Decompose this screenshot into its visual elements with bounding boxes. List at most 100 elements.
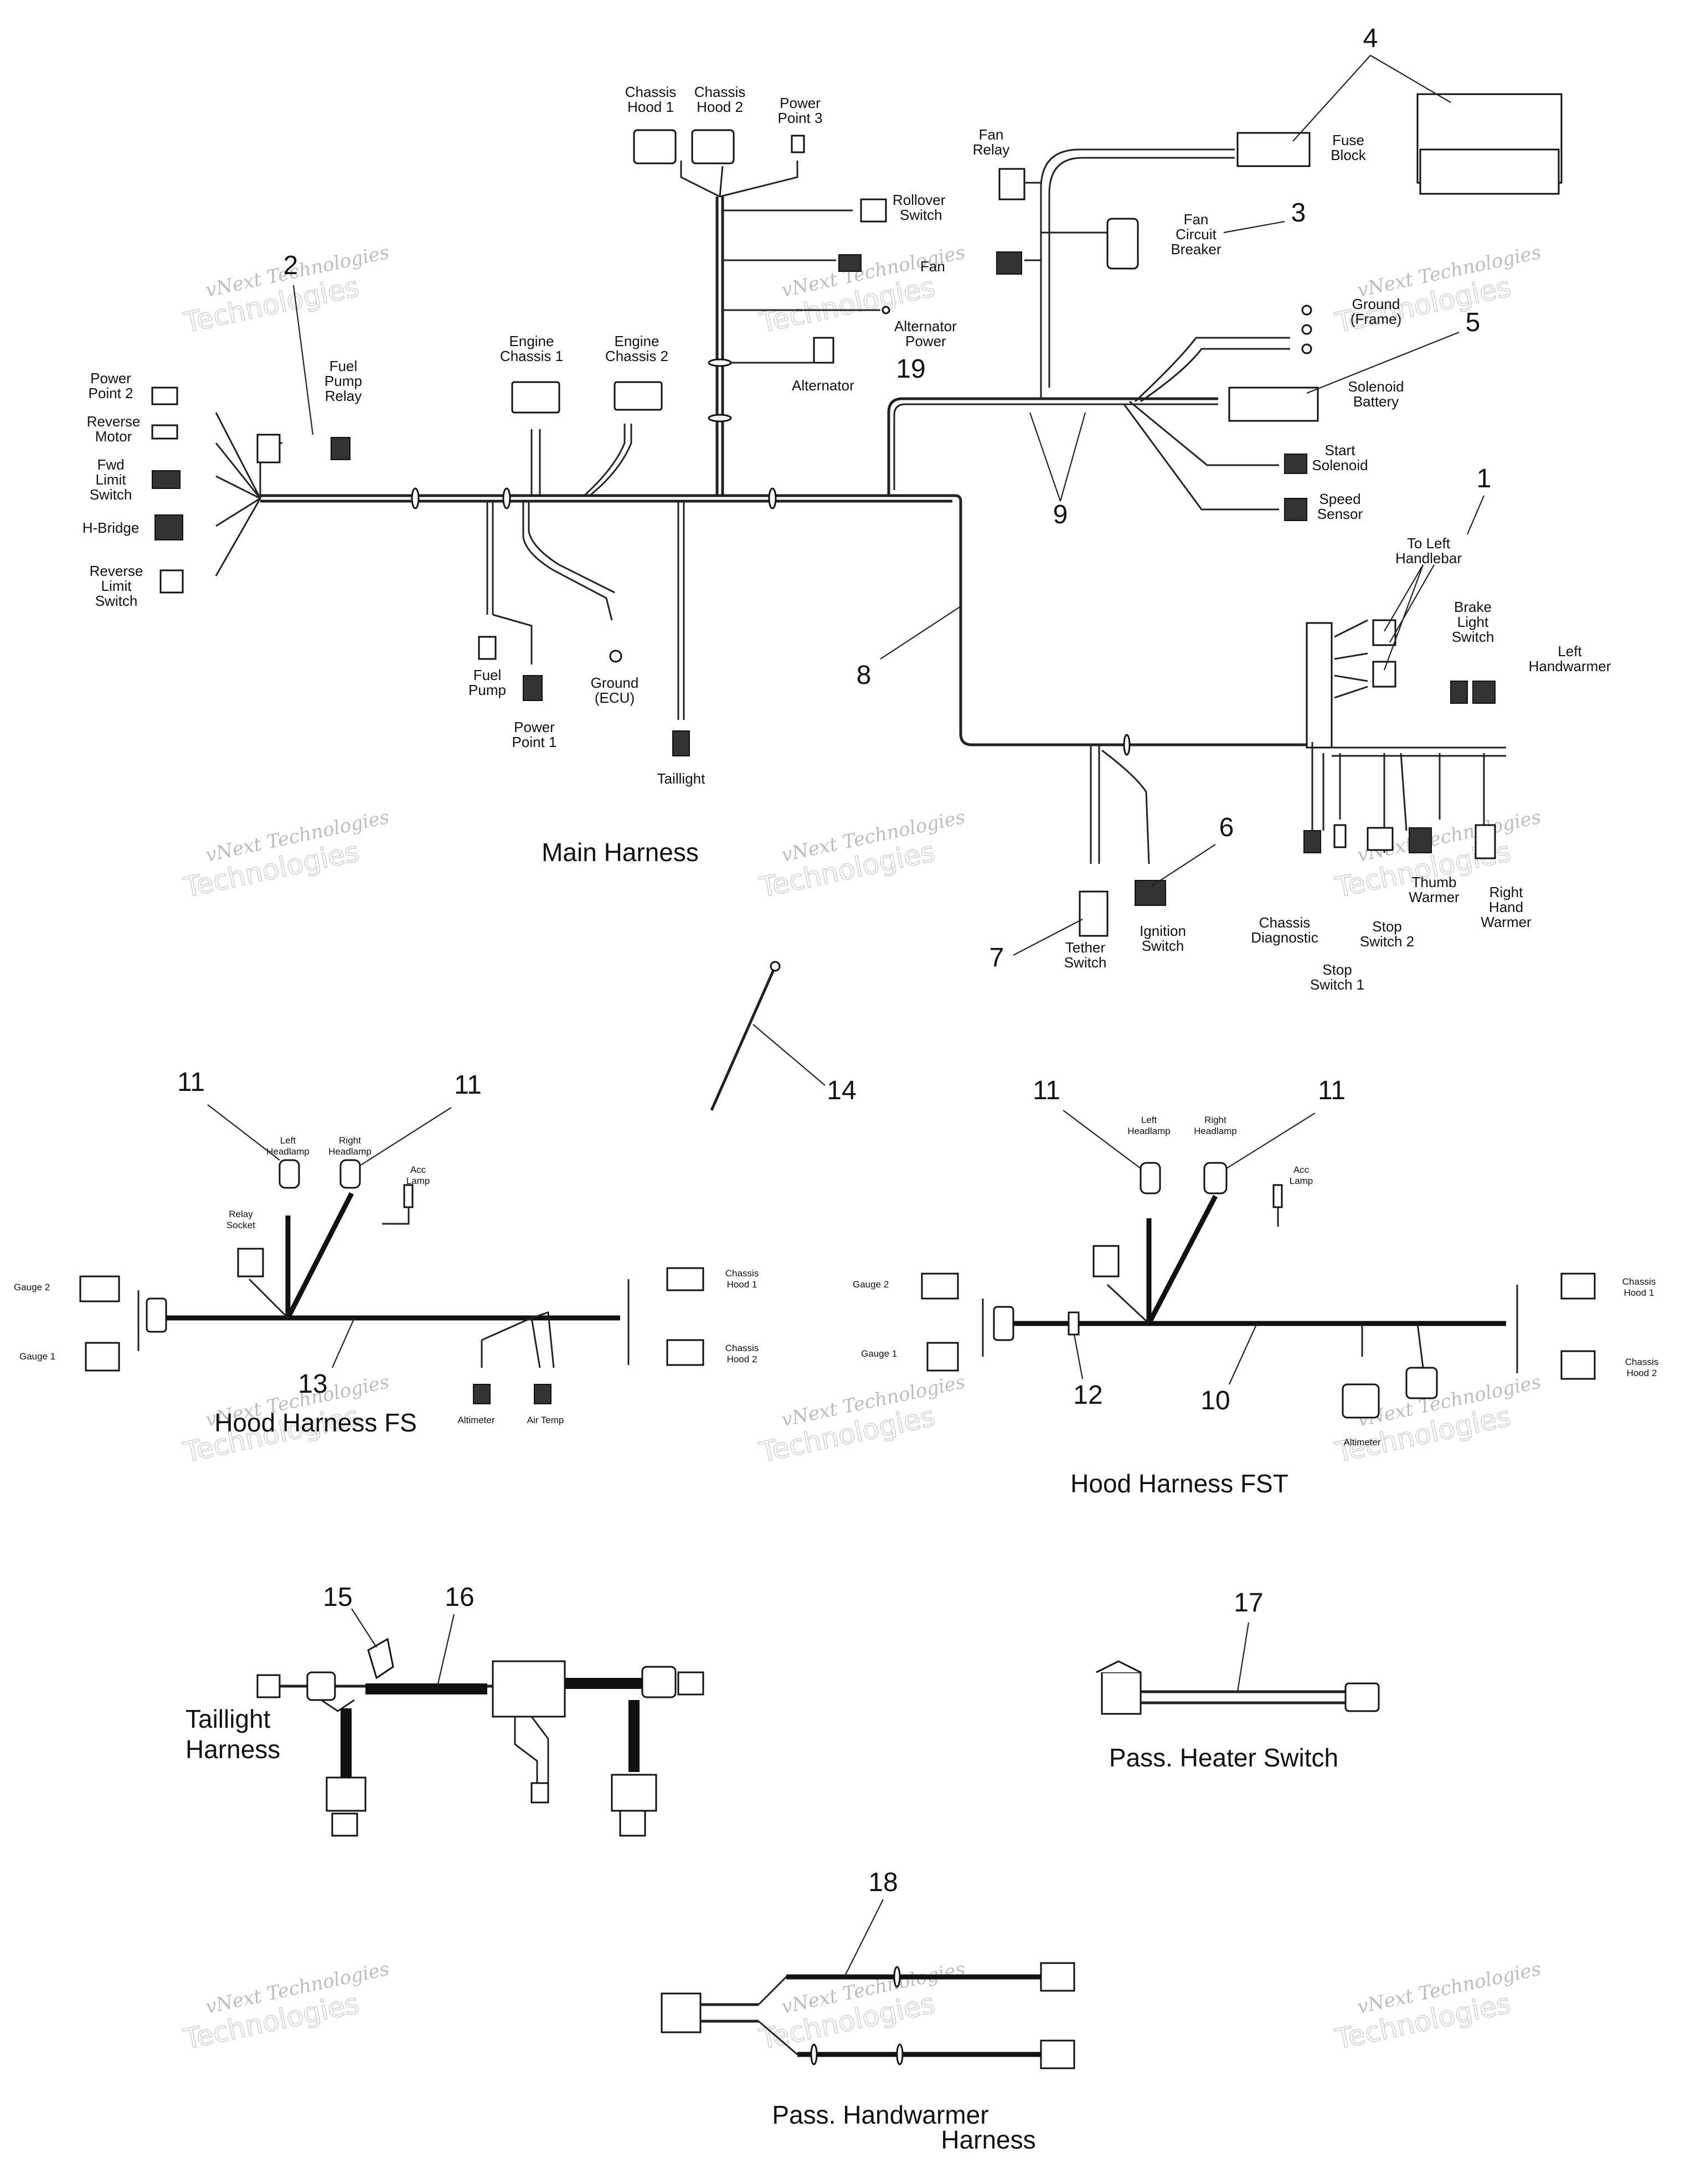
ignition-tether-wires — [1090, 745, 1150, 864]
thumb-warmer-label: Warmer — [1409, 889, 1460, 905]
callout-11: 11 — [177, 1068, 205, 1097]
leader-line-10 — [1228, 1323, 1258, 1385]
fan-connector — [838, 254, 862, 272]
relay-socket-label: Socket — [226, 1220, 255, 1230]
main-callouts: 4 3 5 1 19 9 2 8 6 7 14 — [284, 24, 1491, 1111]
leader-line-11 — [359, 1107, 452, 1166]
fan-circuit-breaker-connector — [1106, 218, 1139, 270]
left-handwarmer-label: Left — [1558, 643, 1582, 660]
leader-line-17 — [1236, 1622, 1250, 1692]
chassis-hood-1-label: Chassis — [725, 1268, 759, 1279]
left-handwarmer-connector — [1472, 681, 1496, 704]
tether-switch-connector — [1079, 890, 1109, 937]
fan-relay-connector — [998, 168, 1025, 200]
main-labels: Chassis Hood 1 Chassis Hood 2 Power Poin… — [83, 84, 1611, 993]
chassis-hood-1-connector — [666, 1267, 704, 1291]
start-solenoid-label: Solenoid — [1312, 457, 1368, 473]
air-temp-connector — [1405, 1367, 1438, 1399]
gauge-2-label: Gauge 2 — [14, 1282, 50, 1292]
pass-heater-switch: 17 Pass. Heater Switch — [1096, 1588, 1380, 1772]
clip — [768, 487, 777, 509]
callout-19: 19 — [896, 354, 925, 384]
breaker-wire — [1024, 231, 1107, 261]
fuel-pump-label: Fuel — [473, 667, 502, 683]
leader-line-11 — [1063, 1110, 1141, 1169]
stop-switch-1-label: Switch 1 — [1310, 976, 1364, 993]
chassis-hood-2-connector — [666, 1339, 704, 1366]
tether-switch-label: Tether — [1065, 939, 1106, 956]
left-headlamp-label: Headlamp — [1127, 1126, 1171, 1136]
leader-line-18 — [844, 1899, 884, 1977]
chassis-hood-1-label: Hood 1 — [727, 1279, 757, 1290]
fuel-pump-relay-label: Relay — [325, 388, 362, 404]
engine-chassis-wires — [530, 424, 632, 497]
handlebar-wires — [1332, 746, 1506, 757]
callout-11: 11 — [1033, 1076, 1060, 1105]
acc-lamp-connector — [403, 1184, 414, 1208]
heater-switch-rocker — [1096, 1660, 1141, 1673]
leader-line-14 — [752, 1024, 826, 1086]
chassis-hood-2-label: Hood 2 — [697, 99, 743, 115]
clip — [411, 487, 420, 509]
fuel-pump-relay-label: Fuel — [329, 358, 358, 374]
handwarmer-main-connector — [661, 1992, 702, 2033]
main-harness: Chassis Hood 1 Chassis Hood 2 Power Poin… — [83, 84, 1611, 993]
relay-socket-label: Relay — [229, 1209, 253, 1219]
solenoid-battery-label: Battery — [1353, 393, 1399, 410]
taillight-junction-right — [641, 1666, 677, 1698]
relay-socket-connector — [237, 1248, 264, 1278]
h-bridge-connector — [154, 514, 183, 540]
power-point-1-wire — [492, 614, 533, 665]
bracket-15 — [367, 1637, 394, 1680]
ground-frame-wire — [1134, 337, 1290, 403]
callout-18: 18 — [868, 1868, 898, 1897]
reverse-motor-connector — [151, 424, 178, 440]
gauge-1-label: Gauge 1 — [861, 1348, 897, 1359]
right-headlamp-label: Headlamp — [1194, 1126, 1237, 1136]
alternator-label: Alternator — [792, 377, 854, 394]
handlebar-drops — [1311, 742, 1485, 853]
fuel-pump-label: Pump — [468, 682, 506, 698]
fuel-pump-relay-icon — [331, 437, 350, 460]
reverse-motor-label: Motor — [95, 428, 132, 445]
leader-line-7 — [1013, 919, 1083, 956]
stop-switch-2-connector — [1367, 827, 1394, 851]
taillight-lamp-right — [611, 1774, 657, 1812]
fwd-limit-switch-label: Switch — [90, 486, 132, 503]
acc-lamp-wire — [382, 1207, 410, 1225]
gauge-2-label: Gauge 2 — [853, 1279, 889, 1290]
fuel-pump-wire — [486, 501, 494, 615]
hood-harness-fs: Left Headlamp Right Headlamp Acc Lamp Re… — [14, 1068, 759, 1437]
callout-5: 5 — [1466, 308, 1481, 337]
callout-15: 15 — [323, 1583, 352, 1612]
stop-switch-2-label: Switch 2 — [1360, 933, 1414, 950]
left-headlamp-label: Left — [1141, 1115, 1157, 1125]
leader-line-handlebar — [1383, 564, 1435, 671]
power-point-3-connector — [791, 135, 805, 153]
callout-9: 9 — [1053, 500, 1068, 529]
rollover-switch-label: Switch — [900, 207, 942, 223]
power-point-3-label: Power — [780, 95, 821, 111]
handwarmer-end-connector — [1040, 1962, 1075, 1992]
reverse-motor-label: Reverse — [87, 413, 141, 430]
leader-line-4 — [1292, 55, 1451, 142]
main-trunk-wire — [260, 494, 1307, 746]
chassis-diagnostic-connector — [1303, 830, 1321, 853]
leader-line-5 — [1306, 331, 1460, 394]
leader-line-11 — [207, 1104, 280, 1161]
left-headlamp-label: Headlamp — [266, 1146, 310, 1157]
right-headlamp-label: Right — [1204, 1115, 1226, 1125]
solenoid-battery-label: Solenoid — [1348, 378, 1404, 395]
taillight-connector — [672, 730, 690, 756]
altimeter-connector — [473, 1384, 491, 1404]
fuse-block-connector — [1236, 132, 1311, 167]
to-left-handlebar-label: Handlebar — [1395, 550, 1462, 566]
taillight-label: Taillight — [657, 770, 705, 787]
chassis-hood-1-label: Chassis — [625, 84, 676, 100]
gauge-1-label: Gauge 1 — [19, 1351, 55, 1362]
brake-light-switch-label: Light — [1457, 614, 1489, 630]
fan-relay-label: Relay — [973, 141, 1009, 158]
fwd-limit-switch-connector — [152, 470, 181, 489]
leader-line-11 — [1226, 1112, 1316, 1169]
taillight-harness-title: Taillight — [185, 1704, 271, 1733]
